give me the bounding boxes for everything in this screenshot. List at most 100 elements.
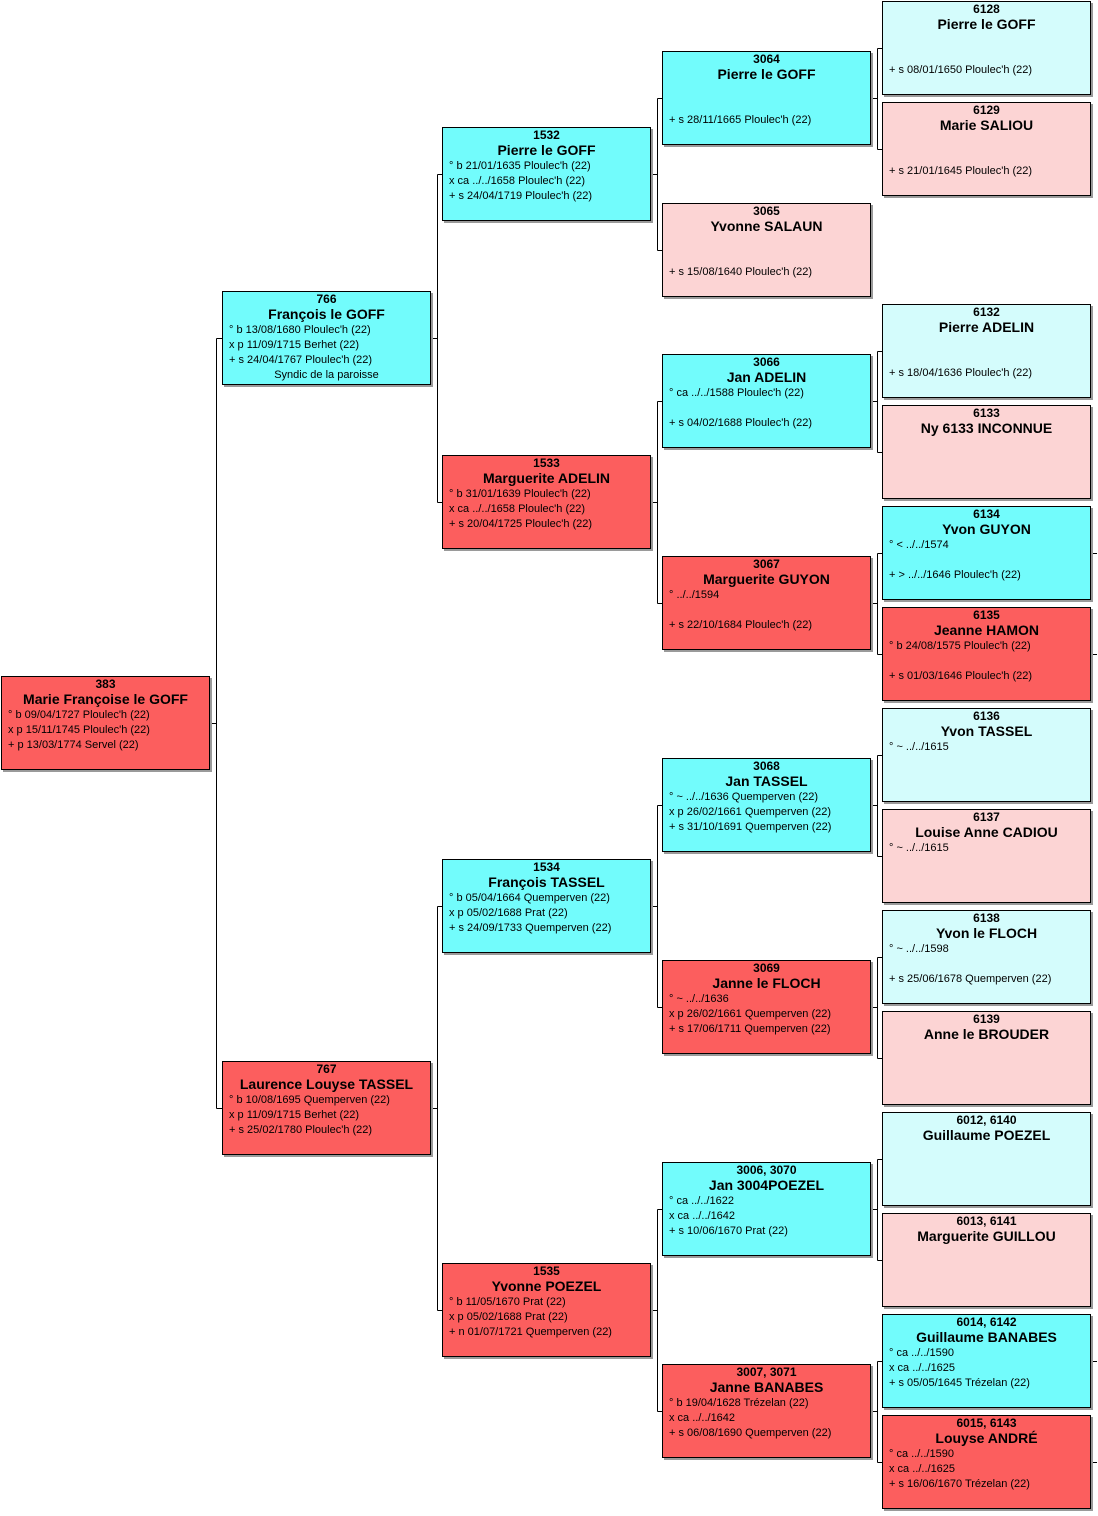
birth-event [663, 235, 870, 250]
person-name: Yvon le FLOCH [935, 925, 1038, 941]
birth-event: ° ca ../../1622 [669, 1195, 734, 1207]
death-event: + p 13/03/1774 Servel (22) [8, 739, 139, 751]
sosa-number: 3007, 3071 [736, 1365, 797, 1379]
birth-event: ° b 19/04/1628 Trézelan (22) [669, 1397, 809, 1409]
sosa-number: 6014, 6142 [956, 1315, 1017, 1329]
person-name: Yvonne POEZEL [491, 1278, 602, 1294]
person-name: François le GOFF [268, 306, 385, 322]
marriage-event [883, 755, 1090, 770]
sosa-number: 1535 [533, 1264, 560, 1278]
marriage-event [883, 1159, 1090, 1174]
marriage-event [883, 351, 1090, 366]
sosa-number: 3066 [753, 355, 780, 369]
death-event [883, 1073, 1090, 1088]
sosa-number: 6128 [973, 2, 1000, 16]
person-name: Jan TASSEL [725, 773, 808, 789]
birth-event: ° ca ../../1590 [889, 1448, 954, 1460]
person-name: Pierre le GOFF [497, 142, 596, 158]
birth-event [883, 134, 1090, 149]
death-event [883, 871, 1090, 886]
death-event: + s 21/01/1645 Ploulec'h (22) [889, 165, 1033, 177]
sosa-number: 1534 [533, 860, 560, 874]
marriage-event [883, 1260, 1090, 1275]
birth-event: ° b 13/08/1680 Ploulec'h (22) [229, 324, 371, 336]
death-event: + s 08/01/1650 Ploulec'h (22) [889, 64, 1033, 76]
sosa-number: 1532 [533, 128, 560, 142]
marriage-event [883, 856, 1090, 871]
marriage-event [883, 452, 1090, 467]
birth-event [883, 336, 1090, 351]
sosa-number: 6133 [973, 406, 1000, 420]
birth-event [883, 33, 1090, 48]
marriage-event [663, 250, 870, 265]
sosa-number: 3006, 3070 [736, 1163, 797, 1177]
sosa-number: 6013, 6141 [956, 1214, 1017, 1228]
birth-event: ° ~ ../../1636 Quemperven (22) [669, 791, 819, 803]
birth-event [883, 1245, 1090, 1260]
sosa-number: 3069 [753, 961, 780, 975]
sosa-number: 6138 [973, 911, 1000, 925]
person-name: Pierre le GOFF [937, 16, 1036, 32]
sosa-number: 6137 [973, 810, 1000, 824]
marriage-event [663, 98, 870, 113]
birth-event: ° b 09/04/1727 Ploulec'h (22) [8, 709, 150, 721]
marriage-event: x ca ../../1658 Ploulec'h (22) [449, 175, 586, 187]
birth-event: ° ~ ../../1598 [889, 943, 949, 955]
person-name: Janne BANABES [709, 1379, 824, 1395]
marriage-event: x ca ../../1642 [669, 1210, 736, 1222]
person-note: Syndic de la paroisse [274, 369, 379, 381]
marriage-event: x p 05/02/1688 Prat (22) [449, 907, 568, 919]
birth-event: ° b 11/05/1670 Prat (22) [449, 1296, 566, 1308]
person-name: Janne le FLOCH [712, 975, 821, 991]
sosa-number: 6012, 6140 [956, 1113, 1017, 1127]
sosa-number: 6134 [973, 507, 1000, 521]
birth-event [883, 1144, 1090, 1159]
marriage-event [883, 48, 1090, 63]
person-name: Jeanne HAMON [933, 622, 1040, 638]
birth-event: ° ca ../../1590 [889, 1347, 954, 1359]
marriage-event: x ca ../../1625 [889, 1362, 956, 1374]
sosa-number: 766 [316, 292, 337, 306]
death-event: + s 24/04/1719 Ploulec'h (22) [449, 190, 593, 202]
person-name: Marguerite GUYON [703, 571, 830, 587]
person-name: Yvon TASSEL [940, 723, 1033, 739]
birth-event: ° ~ ../../1615 [889, 842, 949, 854]
birth-event [883, 1043, 1090, 1058]
birth-event: ° ca ../../1588 Ploulec'h (22) [669, 387, 804, 399]
person-name: Jan 3004POEZEL [708, 1177, 825, 1193]
birth-event: ° ../../1594 [669, 589, 720, 601]
death-event: + s 06/08/1690 Quemperven (22) [669, 1427, 832, 1439]
marriage-event [883, 957, 1090, 972]
person-name: Marguerite ADELIN [482, 470, 611, 486]
death-event: + s 25/02/1780 Ploulec'h (22) [229, 1124, 373, 1136]
